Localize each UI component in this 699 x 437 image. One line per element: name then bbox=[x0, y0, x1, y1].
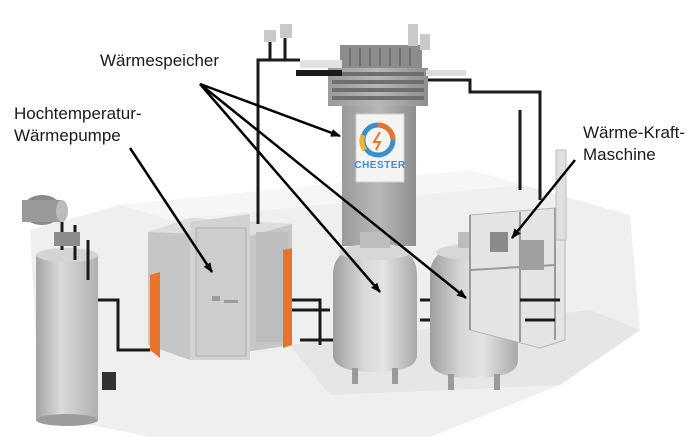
arrow-heat-engine bbox=[511, 159, 576, 239]
label-heat-storage-text: Wärmespeicher bbox=[100, 51, 220, 70]
label-heat-engine-line2: Maschine bbox=[583, 145, 656, 164]
heat-engine-frame bbox=[469, 149, 567, 349]
label-heat-pump: Hochtemperatur- Wärmepumpe bbox=[14, 103, 142, 147]
top-valves bbox=[264, 24, 430, 50]
arrow-storage-to-tower bbox=[199, 82, 341, 138]
label-heat-engine: Wärme-Kraft- Maschine bbox=[583, 122, 685, 166]
left-cylinder-unit bbox=[22, 195, 150, 426]
storage-tank-left bbox=[333, 232, 417, 384]
label-heat-storage: Wärmespeicher bbox=[100, 50, 219, 72]
heat-exchanger-tower: CHESTER bbox=[296, 45, 466, 246]
orange-panel-right bbox=[283, 248, 292, 348]
heat-pump-unit bbox=[148, 214, 292, 360]
top-piping bbox=[256, 35, 542, 224]
label-heat-engine-line1: Wärme-Kraft- bbox=[583, 123, 685, 142]
label-heat-pump-line2: Wärmepumpe bbox=[14, 126, 121, 145]
arrow-storage-to-left-tank bbox=[199, 83, 381, 293]
lightning-icon bbox=[372, 131, 382, 151]
logo-text: CHESTER bbox=[354, 160, 406, 171]
arrow-storage-to-right-tank bbox=[199, 83, 467, 299]
arrow-heat-pump bbox=[128, 147, 214, 273]
label-heat-pump-line1: Hochtemperatur- bbox=[14, 104, 142, 123]
orange-panel-left bbox=[150, 272, 160, 358]
annotation-arrows bbox=[128, 82, 576, 299]
